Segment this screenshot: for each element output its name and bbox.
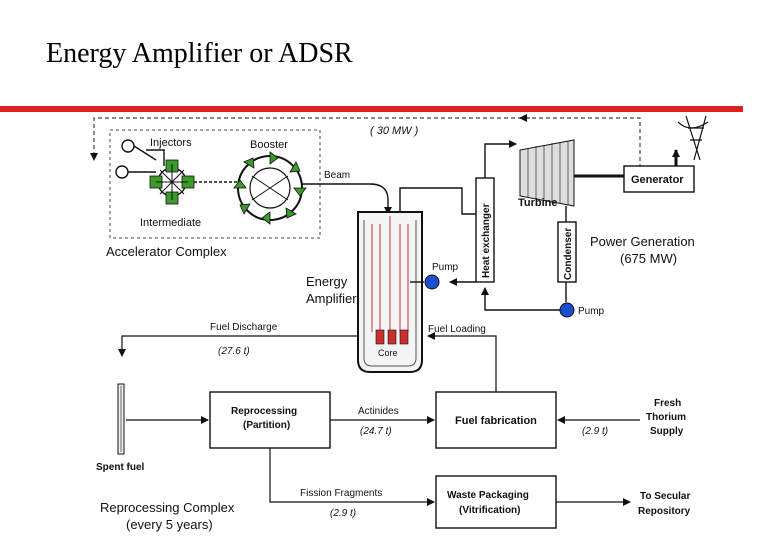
injectors-label: Injectors [150,137,192,149]
primary-hot-leg [399,187,476,215]
fuel-loading-line [427,332,497,392]
fuel-discharge-line [118,335,358,357]
reprocessing-box [209,391,331,449]
title-divider [0,106,743,112]
fuel-fabrication-box [435,391,557,449]
condenser-label: Condenser [563,228,574,280]
fresh-thorium-label-1: Fresh [654,398,681,409]
reprocessing-label: Reprocessing [231,406,297,417]
thorium-amount: (2.9 t) [582,426,608,437]
reprocessing-sub-label: (Partition) [243,420,290,431]
intermediate-label: Intermediate [140,217,201,229]
secular-repository-label-2: Repository [638,506,691,517]
condenser-box [557,221,577,283]
actinides-amount: (24.7 t) [360,426,392,437]
generator-icon: Generator [631,174,684,186]
generator-box [623,165,695,193]
booster-ring-icon [233,151,307,225]
waste-packaging-label: Waste Packaging [447,490,529,501]
waste-packaging-box [435,475,557,529]
fuel-discharge-amount: (27.6 t) [218,346,250,357]
reprocessing-complex-label: Reprocessing Complex [100,500,235,515]
slide-title: Energy Amplifier or ADSR [46,38,353,69]
actinides-label: Actinides [358,406,399,417]
power-generation-amount: (675 MW) [620,251,677,266]
fuel-fabrication-label: Fuel fabrication [455,415,537,427]
fission-fragments-label: Fission Fragments [300,488,382,499]
fuel-discharge-label: Fuel Discharge [210,322,278,333]
pump-icon [424,274,440,290]
intermediate-ring-icon [149,159,195,205]
fresh-thorium-label-3: Supply [650,426,684,437]
core-label: Core [378,348,398,358]
booster-label: Booster [250,139,288,151]
fuel-loading-label: Fuel Loading [428,324,486,335]
secondary-pump-label: Pump [578,306,605,317]
turbine-icon [519,139,575,207]
waste-packaging-sub-label: (Vitrification) [459,505,520,516]
power-generation-label: Power Generation [590,234,695,249]
power-line-tower-icon [677,115,709,161]
top-power-label: ( 30 MW ) [370,125,419,137]
fission-fragments-line [269,448,435,506]
reprocessing-complex-period: (every 5 years) [126,517,213,532]
beam-label: Beam [324,170,350,181]
heat-exchanger-label: Heat exchanger [481,203,492,278]
accelerator-complex-label: Accelerator Complex [106,244,227,259]
energy-amplifier-label-2: Amplifier [306,291,357,306]
spent-fuel-label: Spent fuel [96,462,145,473]
reactor-vessel [357,211,423,373]
primary-pump-label: Pump [432,262,459,273]
beam-line [302,183,392,215]
secular-repository-label-1: To Secular [640,491,690,502]
injector-icon [115,139,165,179]
fresh-thorium-label-2: Thorium [646,412,686,423]
feedwater-return [481,287,560,311]
fission-fragments-amount: (2.9 t) [330,508,356,519]
turbine-label: Turbine [518,197,558,209]
power-feedback-loop [90,114,641,168]
secondary-pump-icon [559,302,575,318]
steam-line [484,140,517,178]
energy-amplifier-label-1: Energy [306,274,348,289]
